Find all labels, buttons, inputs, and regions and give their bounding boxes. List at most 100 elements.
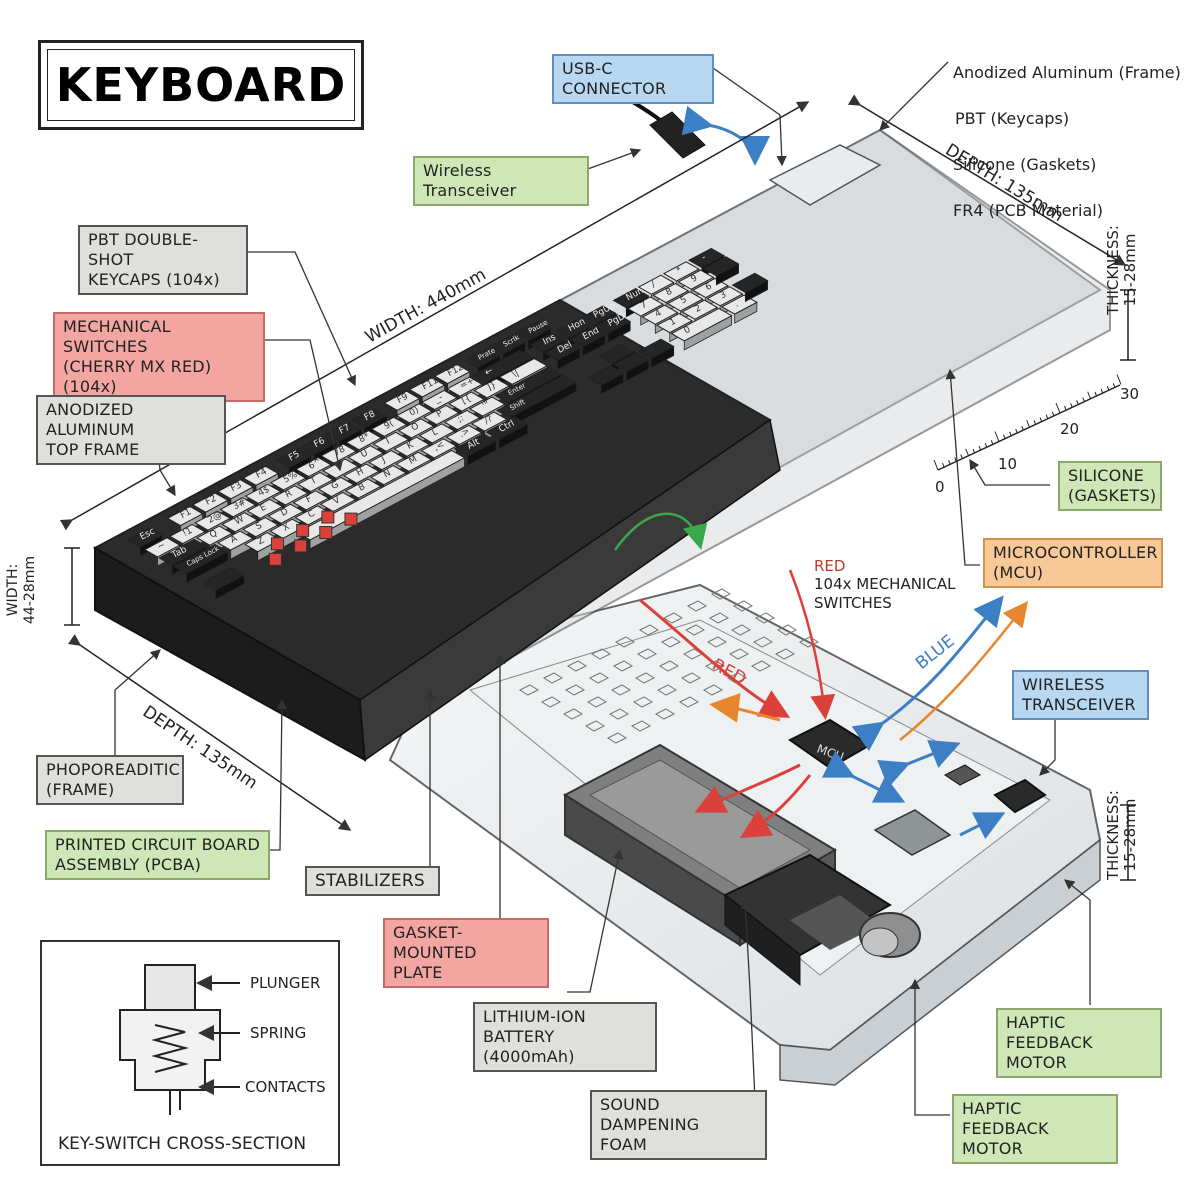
red-switch-stem	[296, 523, 310, 537]
ruler-tick	[948, 460, 951, 465]
ruler-tick	[1039, 417, 1043, 422]
switch-socket	[684, 624, 706, 636]
ruler-tick	[942, 462, 945, 468]
red-switch-stem	[270, 537, 284, 551]
switch-socket	[774, 648, 796, 660]
silicone-gaskets-label: SILICONE (GASKETS)	[1058, 461, 1162, 511]
haptic-motor-bottom-label: HAPTIC FEEDBACK MOTOR	[952, 1094, 1118, 1164]
switch-socket	[754, 612, 776, 624]
keycap-fn-row: Esc	[126, 526, 164, 557]
microcontroller-label: MICROCONTROLLER (MCU)	[983, 538, 1163, 588]
ruler-tick	[1045, 414, 1049, 419]
ruler-tick	[1021, 425, 1024, 431]
switch-socket	[610, 684, 632, 696]
ruler-tick	[1106, 386, 1110, 391]
red-switch-stem	[321, 510, 335, 524]
phoporeaditic-label: PHOPOREADITIC (FRAME)	[36, 755, 184, 805]
ruler-tick	[1082, 397, 1085, 402]
pbt-keycaps-label: PBT DOUBLE-SHOT KEYCAPS (104x)	[78, 225, 248, 295]
switch-socket	[678, 696, 700, 708]
ruler-tick	[984, 443, 988, 448]
red-switch-stem	[319, 526, 333, 539]
material-item: Anodized Aluminum (Frame)	[953, 63, 1181, 82]
ruler-tick	[1076, 400, 1079, 405]
switch-socket	[608, 708, 630, 720]
wireless-transceiver-bottom-label: WIRELESS TRANSCEIVER	[1012, 670, 1149, 720]
switch-socket	[660, 636, 682, 648]
blue-module-arrow	[959, 812, 1006, 840]
ruler-tick	[978, 445, 982, 451]
switch-socket	[654, 708, 676, 720]
leader-lines	[114, 61, 1091, 1116]
ruler-tick	[1015, 428, 1018, 434]
red-switch-stem	[344, 512, 358, 526]
ruler-tick	[1094, 391, 1098, 397]
ruler-tick	[994, 431, 1000, 442]
switch-socket	[726, 672, 748, 684]
switch-socket	[636, 648, 658, 660]
switch-socket	[708, 612, 730, 624]
switch-socket	[632, 696, 654, 708]
switch-socket	[710, 588, 732, 600]
red-battery-arrow-2	[739, 774, 812, 839]
page-title: KEYBOARD	[55, 58, 347, 112]
ruler-tick	[1112, 383, 1116, 388]
blue-chip-arrow	[821, 750, 906, 803]
spring-label: SPRING	[250, 1024, 307, 1042]
red-battery-arrow-1	[694, 763, 801, 813]
switch-socket	[566, 660, 588, 672]
ruler-tick	[1116, 374, 1122, 385]
keycap-legend: ~	[156, 540, 167, 552]
switch-socket	[542, 672, 564, 684]
switch-socket	[776, 624, 798, 636]
red-signal-description: 104x MECHANICAL SWITCHES	[814, 575, 956, 612]
switch-socket	[656, 684, 678, 696]
switch-socket	[706, 636, 728, 648]
switch-socket	[590, 648, 612, 660]
ruler-tick	[1051, 411, 1055, 417]
ruler-tick	[1026, 420, 1030, 428]
switch-socket	[750, 660, 772, 672]
cross-section-panel	[40, 940, 340, 1166]
ruler-tick	[965, 448, 969, 456]
red-signal-arrow	[639, 598, 791, 718]
scale-tick-10: 10	[998, 455, 1018, 473]
ruler-tick	[1087, 391, 1091, 399]
keycap-legend: Z	[256, 536, 266, 548]
switch-socket	[798, 636, 820, 648]
material-item: Silicone (Gaskets)	[953, 155, 1097, 174]
switch-socket	[588, 672, 610, 684]
scale-tick-0: 0	[935, 478, 945, 496]
title-frame: KEYBOARD	[38, 40, 364, 130]
switch-socket	[732, 600, 754, 612]
plunger-label: PLUNGER	[250, 974, 321, 992]
orange-mcu-arrow	[899, 601, 1029, 741]
red-switch-stem	[294, 539, 308, 553]
switch-socket	[564, 684, 586, 696]
haptic-motor	[859, 912, 921, 958]
sound-foam	[723, 853, 892, 987]
pcb-chip	[873, 809, 952, 856]
red-switch-arrow	[788, 569, 836, 720]
ruler-tick	[1064, 405, 1067, 411]
stabilizers-label: STABILIZERS	[305, 866, 440, 896]
switch-socket	[638, 624, 660, 636]
red-signal-title: RED	[814, 557, 846, 575]
keycap-legend: A	[229, 534, 240, 546]
scale-tick-30: 30	[1120, 385, 1140, 403]
materials-list: Anodized Aluminum (Frame) PBT (Keycaps) …	[953, 38, 1181, 245]
switch-socket	[586, 696, 608, 708]
ruler-tick	[990, 440, 994, 445]
contacts-label: CONTACTS	[245, 1078, 326, 1096]
pcba-label: PRINTED CIRCUIT BOARD ASSEMBLY (PCBA)	[45, 830, 270, 880]
switch-socket	[686, 600, 708, 612]
ruler-tick	[1100, 388, 1104, 394]
ruler-tick	[1009, 431, 1012, 436]
top-frame-label: ANODIZED ALUMINUM TOP FRAME	[36, 395, 226, 465]
ruler-tick	[972, 448, 976, 454]
material-item: PBT (Keycaps)	[955, 109, 1070, 128]
switch-socket	[658, 660, 680, 672]
switch-socket	[662, 612, 684, 624]
